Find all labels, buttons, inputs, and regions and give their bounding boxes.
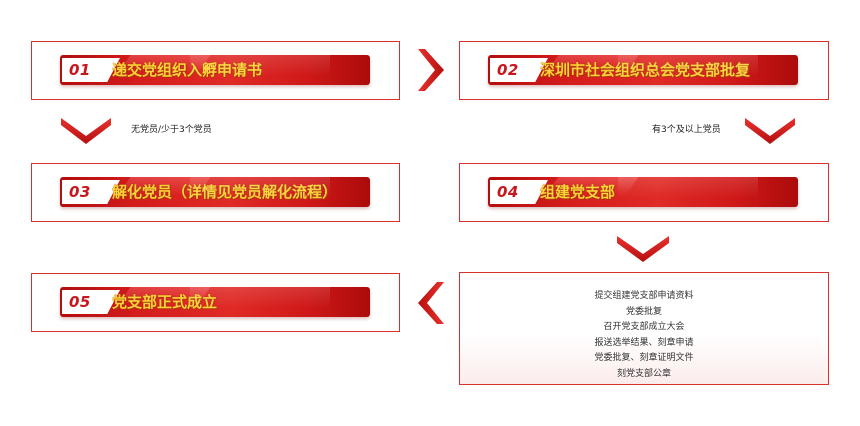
- step-number: 02: [497, 61, 519, 79]
- note-right: 有3个及以上党员: [652, 125, 721, 135]
- detail-box: 提交组建党支部申请资料 党委批复 召开党支部成立大会 报送选举结果、刻章申请 党…: [459, 272, 829, 385]
- chevron-down-icon: [617, 236, 669, 262]
- step-number: 04: [497, 183, 519, 201]
- step-banner-01: 01 递交党组织入孵申请书: [60, 55, 370, 85]
- step-box-02: 02 深圳市社会组织总会党支部批复: [459, 41, 829, 100]
- detail-item: 党委批复: [625, 306, 662, 317]
- step-title: 组建党支部: [540, 183, 616, 201]
- step-number-tab: 02: [490, 58, 548, 82]
- detail-item: 刻党支部公章: [616, 368, 671, 379]
- step-banner-04: 04 组建党支部: [488, 177, 798, 207]
- detail-list: 提交组建党支部申请资料 党委批复 召开党支部成立大会 报送选举结果、刻章申请 党…: [460, 289, 828, 382]
- step-box-04: 04 组建党支部: [459, 163, 829, 222]
- chevron-left-icon: [418, 282, 444, 324]
- step-title: 党支部正式成立: [112, 293, 218, 311]
- step-number: 05: [69, 293, 91, 311]
- step-banner-05: 05 党支部正式成立: [60, 287, 370, 317]
- step-number: 01: [69, 61, 91, 79]
- step-title: 解化党员（详情见党员解化流程）: [112, 183, 338, 201]
- step-box-01: 01 递交党组织入孵申请书: [31, 41, 400, 100]
- chevron-down-icon: [745, 118, 795, 144]
- step-banner-02: 02 深圳市社会组织总会党支部批复: [488, 55, 798, 85]
- step-box-03: 03 解化党员（详情见党员解化流程）: [31, 163, 400, 222]
- detail-item: 提交组建党支部申请资料: [594, 291, 694, 301]
- detail-item: 报送选举结果、刻章申请: [594, 337, 694, 348]
- note-left: 无党员/少于3个党员: [131, 125, 212, 135]
- step-box-05: 05 党支部正式成立: [31, 273, 400, 332]
- step-number-tab: 03: [62, 180, 120, 204]
- step-title: 递交党组织入孵申请书: [112, 61, 263, 79]
- step-number: 03: [69, 183, 91, 201]
- step-banner-03: 03 解化党员（详情见党员解化流程）: [60, 177, 370, 207]
- chevron-down-icon: [61, 118, 111, 144]
- detail-item: 召开党支部成立大会: [603, 322, 685, 332]
- step-number-tab: 01: [62, 58, 120, 82]
- chevron-right-icon: [418, 49, 444, 91]
- step-title: 深圳市社会组织总会党支部批复: [540, 61, 751, 79]
- detail-item: 党委批复、刻章证明文件: [594, 353, 694, 363]
